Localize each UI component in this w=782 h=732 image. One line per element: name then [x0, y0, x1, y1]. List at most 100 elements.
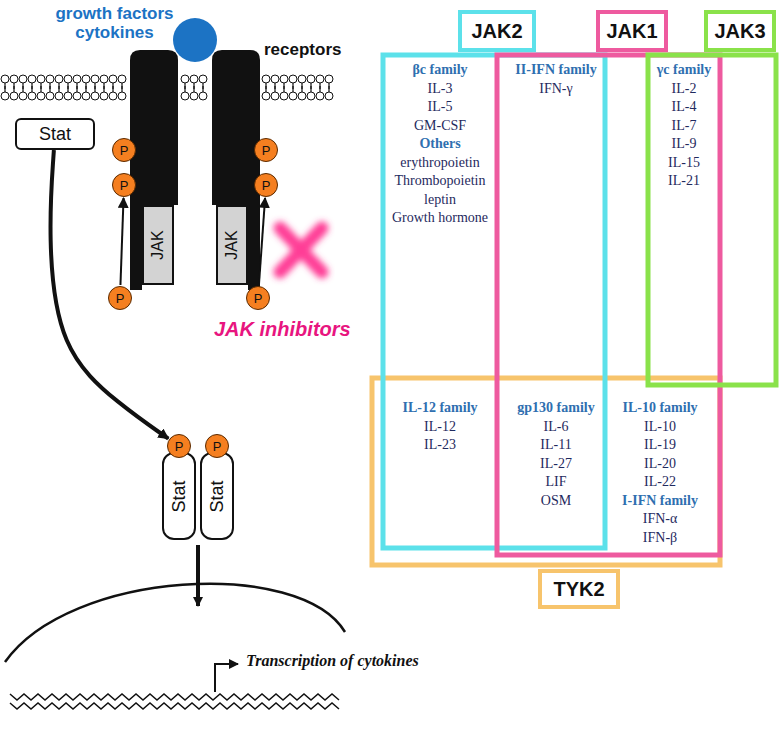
- signal-arrow: [51, 150, 169, 439]
- node-text: Stat: [39, 124, 71, 145]
- lipid-head: [109, 92, 117, 100]
- cytokine-name: leptin: [424, 192, 456, 208]
- kinase-label-box: JAK2: [458, 10, 536, 52]
- transcription-arrow: [215, 664, 238, 692]
- cytokine-name: IL-10: [644, 419, 676, 435]
- node-text: JAK3: [714, 20, 765, 43]
- dna-line: [10, 703, 339, 709]
- lipid-tail: [85, 86, 86, 92]
- cytokine-name: IL-27: [540, 456, 572, 472]
- lipid-head: [1, 75, 9, 83]
- cytokine-name: IL-6: [544, 419, 569, 435]
- family-heading: IL-10 family: [622, 400, 697, 416]
- lipid-head: [325, 92, 333, 100]
- node-text: P: [116, 291, 125, 306]
- cytokine-name: IL-9: [672, 136, 697, 152]
- lipid-tail: [112, 86, 113, 92]
- lipid-tail: [76, 86, 77, 92]
- lipid-tail: [265, 86, 266, 92]
- cytokine-name: IFN-β: [643, 530, 677, 546]
- family-heading: Others: [419, 136, 460, 152]
- inhibitor-label: JAK inhibitors: [214, 318, 351, 341]
- cytokine-name: IL-11: [540, 437, 571, 453]
- cytokine-name: IL-21: [668, 173, 700, 189]
- lipid-tail: [40, 86, 41, 92]
- phosphate-circle: P: [112, 173, 136, 197]
- lipid-head: [118, 75, 126, 83]
- lipid-tail: [94, 86, 95, 92]
- phosphate-circle: P: [167, 434, 191, 458]
- phosphate-circle: P: [205, 434, 229, 458]
- cytokine-name: IL-20: [644, 456, 676, 472]
- lipid-tail: [103, 86, 104, 92]
- node-text: TYK2: [553, 578, 604, 601]
- lipid-head: [298, 92, 306, 100]
- receptor-label: receptors: [264, 40, 341, 60]
- cytokine-name: GM-CSF: [414, 118, 466, 134]
- node-text: P: [120, 143, 129, 158]
- jak1-region: [497, 55, 720, 555]
- cytokine-name: IL-5: [428, 99, 453, 115]
- lipid-tail: [274, 86, 275, 92]
- lipid-head: [100, 75, 108, 83]
- lipid-head: [73, 75, 81, 83]
- lipid-head: [37, 75, 45, 83]
- family-heading: I-IFN family: [622, 493, 698, 509]
- lipid-tail: [202, 86, 203, 92]
- node-text: P: [262, 143, 271, 158]
- lipid-head: [1, 92, 9, 100]
- lipid-head: [64, 92, 72, 100]
- cytokine-name: IL-15: [668, 155, 700, 171]
- receptor: [130, 200, 142, 290]
- lipid-head: [28, 75, 36, 83]
- lipid-tail: [22, 86, 23, 92]
- cytokine-name: IL-4: [672, 99, 697, 115]
- lipid-tail: [193, 86, 194, 92]
- cytokine-name: Growth hormone: [392, 210, 488, 226]
- jak-box: JAK: [142, 205, 174, 285]
- node-text: Stat: [169, 480, 190, 512]
- kinase-label-box: JAK1: [596, 10, 668, 52]
- jak3-region: [648, 55, 776, 385]
- node-text: P: [213, 439, 222, 454]
- cytokine-name: IFN-γ: [539, 81, 572, 97]
- lipid-head: [10, 75, 18, 83]
- cytokine-name: erythropoietin: [400, 155, 479, 171]
- lipid-head: [19, 75, 27, 83]
- lipid-tail: [13, 86, 14, 92]
- lipid-head: [37, 92, 45, 100]
- lipid-head: [55, 75, 63, 83]
- signal-arrow: [120, 198, 123, 285]
- lipid-tail: [121, 86, 122, 92]
- lipid-head: [199, 92, 207, 100]
- family-heading: IL-12 family: [402, 400, 477, 416]
- lipid-head: [307, 92, 315, 100]
- receptor: [248, 200, 260, 290]
- lipid-head: [91, 75, 99, 83]
- lipid-head: [82, 75, 90, 83]
- family-heading: γc family: [657, 62, 711, 78]
- cytokine-name: IL-7: [672, 118, 697, 134]
- phosphate-circle: P: [254, 173, 278, 197]
- lipid-head: [280, 75, 288, 83]
- node-text: P: [262, 178, 271, 193]
- stat-box: Stat: [162, 452, 196, 540]
- receptor: [130, 50, 178, 205]
- lipid-head: [64, 75, 72, 83]
- lipid-tail: [319, 86, 320, 92]
- phosphate-circle: P: [246, 286, 270, 310]
- cytokine-name: LIF: [546, 474, 567, 490]
- jak-box: JAK: [216, 205, 248, 285]
- lipid-head: [73, 92, 81, 100]
- lipid-head: [109, 75, 117, 83]
- node-text: JAK: [149, 230, 167, 259]
- cytokine-name: OSM: [541, 493, 571, 509]
- dna-strand: [10, 694, 339, 709]
- lipid-tail: [283, 86, 284, 92]
- lipid-head: [271, 75, 279, 83]
- lipid-tail: [4, 86, 5, 92]
- inhibitor-cross: [280, 228, 322, 272]
- phosphate-circle: P: [254, 138, 278, 162]
- lipid-head: [289, 75, 297, 83]
